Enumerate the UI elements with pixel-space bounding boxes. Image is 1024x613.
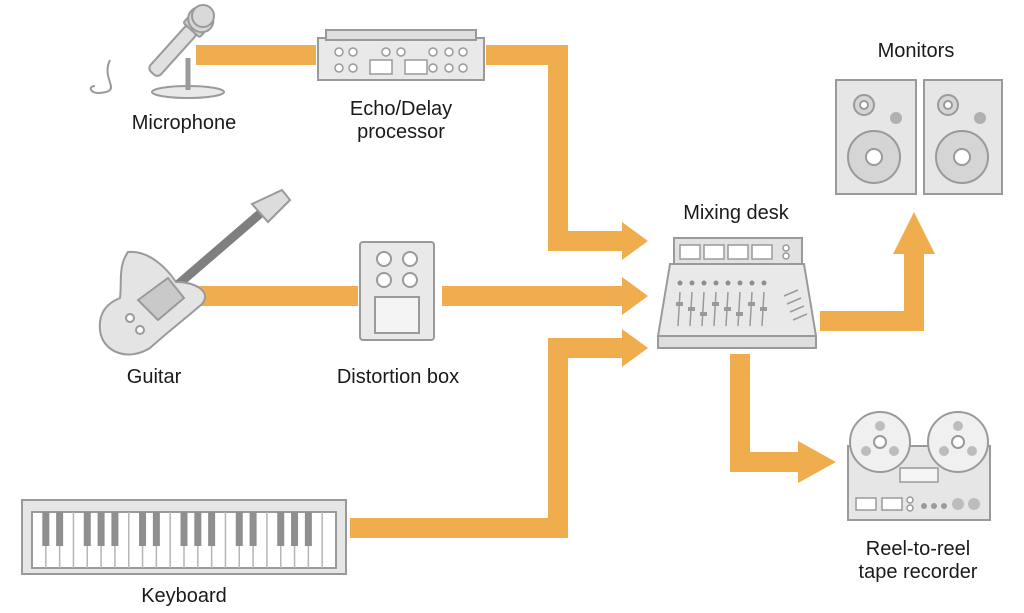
- reel-to-reel-label: Reel-to-reel tape recorder: [838, 538, 998, 584]
- mixing-desk-icon: [656, 237, 818, 349]
- electric-guitar-icon: [98, 188, 292, 356]
- guitar-label: Guitar: [94, 366, 214, 389]
- right-reel-icon: [927, 411, 989, 473]
- speaker-monitors-icon: [835, 79, 1003, 195]
- connectors: [196, 45, 924, 538]
- echo-delay-label-line1: Echo/Delay: [349, 98, 453, 120]
- arrowheads: [622, 212, 935, 483]
- keyboard-icon: [21, 499, 347, 575]
- keyboard-label-text: Keyboard: [141, 585, 227, 607]
- edge-mixer-recorder: [730, 354, 800, 472]
- echo-delay-processor-icon: [317, 29, 485, 81]
- guitar-label-text: Guitar: [126, 366, 182, 388]
- echo-delay-label: Echo/Delay processor: [318, 98, 484, 144]
- arrowhead-mixer-monitors: [893, 212, 935, 254]
- arrowhead-keyboard-mixer: [622, 329, 648, 367]
- edge-mixer-monitors: [820, 252, 924, 331]
- echo-delay-label-line2: processor: [357, 121, 445, 143]
- arrowhead-echo-mixer: [622, 222, 648, 260]
- microphone-label: Microphone: [104, 112, 264, 135]
- mixing-desk-label: Mixing desk: [656, 202, 816, 225]
- distortion-label: Distortion box: [318, 366, 478, 389]
- distortion-pedal-icon: [359, 241, 435, 341]
- microphone-label-text: Microphone: [131, 112, 237, 134]
- mixing-desk-label-text: Mixing desk: [683, 202, 789, 224]
- keyboard-label: Keyboard: [104, 585, 264, 608]
- monitors-label-text: Monitors: [877, 40, 955, 62]
- reel-to-reel-label-line1: Reel-to-reel: [865, 538, 971, 560]
- right-speaker-icon: [923, 79, 1003, 195]
- reel-to-reel-label-line2: tape recorder: [858, 561, 978, 583]
- reel-to-reel-recorder-icon: [847, 411, 991, 521]
- left-reel-icon: [849, 411, 911, 473]
- microphone-icon: [89, 4, 225, 99]
- arrowhead-mixer-recorder: [798, 441, 836, 483]
- edge-echo-mixer: [486, 45, 624, 251]
- distortion-label-text: Distortion box: [336, 366, 460, 388]
- monitors-label: Monitors: [846, 40, 986, 63]
- left-speaker-icon: [835, 79, 917, 195]
- arrowhead-distortion-mixer: [622, 277, 648, 315]
- edge-keyboard-mixer: [350, 338, 624, 538]
